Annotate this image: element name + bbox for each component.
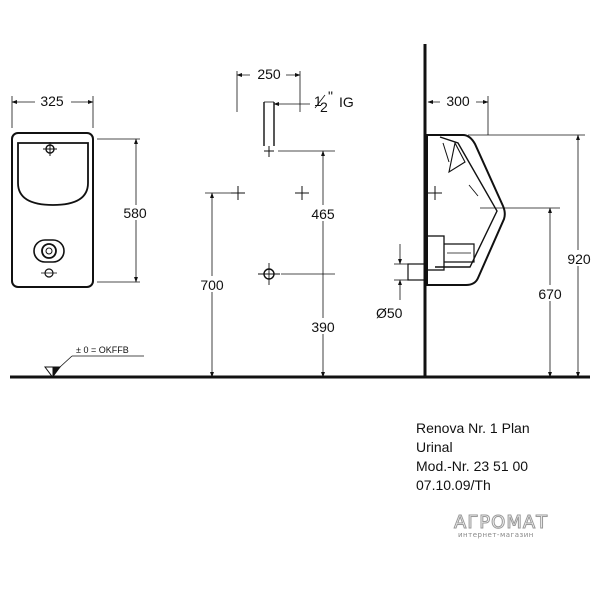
thread-label: IG (339, 94, 354, 110)
side-view: 300 Ø50 920 670 (376, 93, 598, 378)
urinal-side-outline (426, 134, 506, 286)
watermark: АГРОМАТ интернет-магазин (454, 512, 582, 540)
front-width-label: 325 (40, 93, 64, 109)
outlet-diameter-label: Ø50 (376, 305, 403, 321)
drain-icon (41, 243, 57, 259)
front-height-label: 580 (123, 205, 147, 221)
mounting-spacing-label: 250 (257, 66, 281, 82)
siphon (426, 235, 445, 271)
watermark-brand: АГРОМАТ (454, 512, 549, 534)
side-total-height-label: 920 (567, 251, 591, 267)
urinal-front-bowl (17, 142, 89, 206)
urinal-side-inner (435, 136, 498, 268)
drawing-date: 07.10.09/Th (416, 477, 491, 493)
drain-plate (33, 239, 65, 263)
product-name: Renova Nr. 1 Plan (416, 420, 530, 436)
total-height-mount-label: 700 (200, 277, 224, 293)
outlet-height-label: 670 (538, 286, 562, 302)
floor-reference-label: ± 0 = OKFFB (76, 345, 129, 355)
svg-text:1: 1 (314, 93, 322, 109)
side-depth-label: 300 (446, 93, 470, 109)
model-number: Mod.-Nr. 23 51 00 (416, 458, 529, 474)
mounting-view: 250 1 2 " IG 700 465 (44, 66, 354, 378)
urinal-front-outline (11, 132, 94, 288)
front-view: 325 580 (11, 93, 153, 288)
watermark-tagline: интернет-магазин (458, 531, 534, 539)
product-type: Urinal (416, 439, 453, 455)
svg-text:2: 2 (320, 99, 328, 115)
svg-text:": " (328, 88, 333, 104)
lower-height-label: 390 (311, 319, 335, 335)
title-block: Renova Nr. 1 Plan Urinal Mod.-Nr. 23 51 … (416, 419, 530, 495)
upper-height-label: 465 (311, 206, 335, 222)
